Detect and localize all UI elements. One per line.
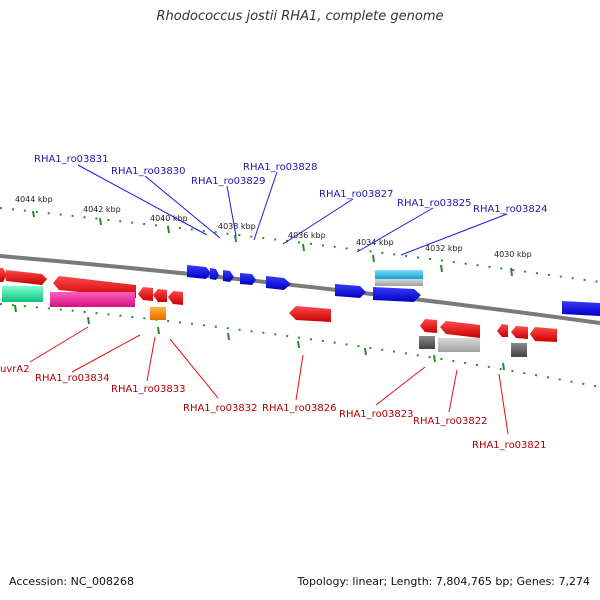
gene-label[interactable]: RHA1_ro03823 [339, 409, 414, 420]
gene-arrow [420, 319, 437, 333]
gene-arrow [138, 287, 153, 301]
gene-label[interactable]: uvrA2 [0, 364, 30, 375]
gene-arrow [289, 306, 331, 322]
gene-arrow [6, 270, 47, 285]
scale-labels: 4044 kbp 4042 kbp 4040 kbp 4038 kbp 4036… [15, 195, 532, 259]
topology-text: Topology: linear; Length: 7,804,765 bp; … [297, 575, 590, 588]
scale-label: 4042 kbp [83, 205, 121, 214]
gene-label[interactable]: RHA1_ro03834 [35, 373, 110, 384]
gene-block [375, 270, 423, 279]
gene-label[interactable]: RHA1_ro03825 [397, 198, 472, 209]
accession-text: Accession: NC_008268 [9, 575, 135, 588]
lower-major-ticks [14, 304, 505, 371]
gene-block [438, 338, 480, 352]
scale-label: 4038 kbp [218, 222, 256, 231]
gene-arrow [153, 289, 167, 302]
gene-arrow [223, 270, 234, 282]
upper-leader-lines [77, 164, 508, 256]
scale-label: 4036 kbp [288, 231, 326, 240]
gene-arrow [511, 326, 528, 339]
forward-genes[interactable] [0, 265, 600, 316]
gene-block [2, 286, 43, 302]
lower-tick-track [0, 303, 600, 388]
upper-major-ticks [32, 210, 513, 277]
gene-arrow [168, 291, 183, 305]
gene-arrow [0, 268, 7, 282]
gene-arrow [562, 301, 600, 316]
gene-label[interactable]: RHA1_ro03833 [111, 384, 186, 395]
gene-arrow [335, 284, 366, 298]
scale-label: 4034 kbp [356, 238, 394, 247]
reverse-genes[interactable] [2, 276, 557, 357]
gene-block [511, 343, 527, 357]
gene-block [150, 307, 166, 320]
gene-label[interactable]: RHA1_ro03822 [413, 416, 488, 427]
lower-gene-labels: uvrA2 RHA1_ro03834 RHA1_ro03833 RHA1_ro0… [0, 364, 547, 451]
gene-arrow [187, 265, 211, 279]
gene-arrow [497, 324, 508, 337]
scale-label: 4030 kbp [494, 250, 532, 259]
gene-label[interactable]: RHA1_ro03827 [319, 189, 394, 200]
upper-tick-track [0, 207, 600, 283]
scale-label: 4044 kbp [15, 195, 53, 204]
gene-label[interactable]: RHA1_ro03828 [243, 162, 318, 173]
gene-label[interactable]: RHA1_ro03832 [183, 403, 258, 414]
gene-label[interactable]: RHA1_ro03821 [472, 440, 547, 451]
upper-gene-labels: RHA1_ro03831 RHA1_ro03830 RHA1_ro03829 R… [34, 154, 548, 215]
genome-title: Rhodococcus jostii RHA1, complete genome [156, 9, 444, 24]
scale-label: 4032 kbp [425, 244, 463, 253]
gene-arrow [530, 327, 557, 342]
genome-backbone [0, 254, 600, 325]
gene-block [419, 336, 435, 349]
gene-arrow [266, 276, 291, 290]
gene-block [50, 292, 135, 307]
gene-arrow [210, 268, 219, 280]
gene-label[interactable]: RHA1_ro03829 [191, 176, 266, 187]
gene-label[interactable]: RHA1_ro03826 [262, 403, 337, 414]
gene-label[interactable]: RHA1_ro03824 [473, 204, 548, 215]
gene-label[interactable]: RHA1_ro03830 [111, 166, 186, 177]
gene-arrow [440, 321, 480, 338]
scale-label: 4040 kbp [150, 214, 188, 223]
gene-block [375, 279, 423, 286]
gene-arrow [240, 273, 256, 285]
gene-arrow [373, 287, 421, 302]
gene-label[interactable]: RHA1_ro03831 [34, 154, 109, 165]
lower-leader-lines [29, 326, 509, 435]
